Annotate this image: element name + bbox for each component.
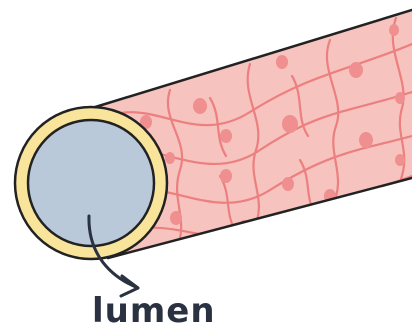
nucleus (220, 169, 232, 183)
nucleus (170, 211, 182, 225)
nucleus (395, 92, 405, 104)
nucleus (349, 62, 363, 78)
lumen-area (28, 120, 154, 246)
nucleus (276, 55, 288, 69)
nucleus (282, 177, 294, 191)
nucleus (165, 152, 175, 164)
nucleus (395, 154, 405, 166)
lumen-label: lumen (92, 291, 216, 331)
nucleus (193, 98, 207, 114)
nucleus (282, 115, 298, 133)
nucleus (359, 132, 373, 148)
nucleus (389, 24, 399, 36)
nucleus (220, 129, 232, 143)
